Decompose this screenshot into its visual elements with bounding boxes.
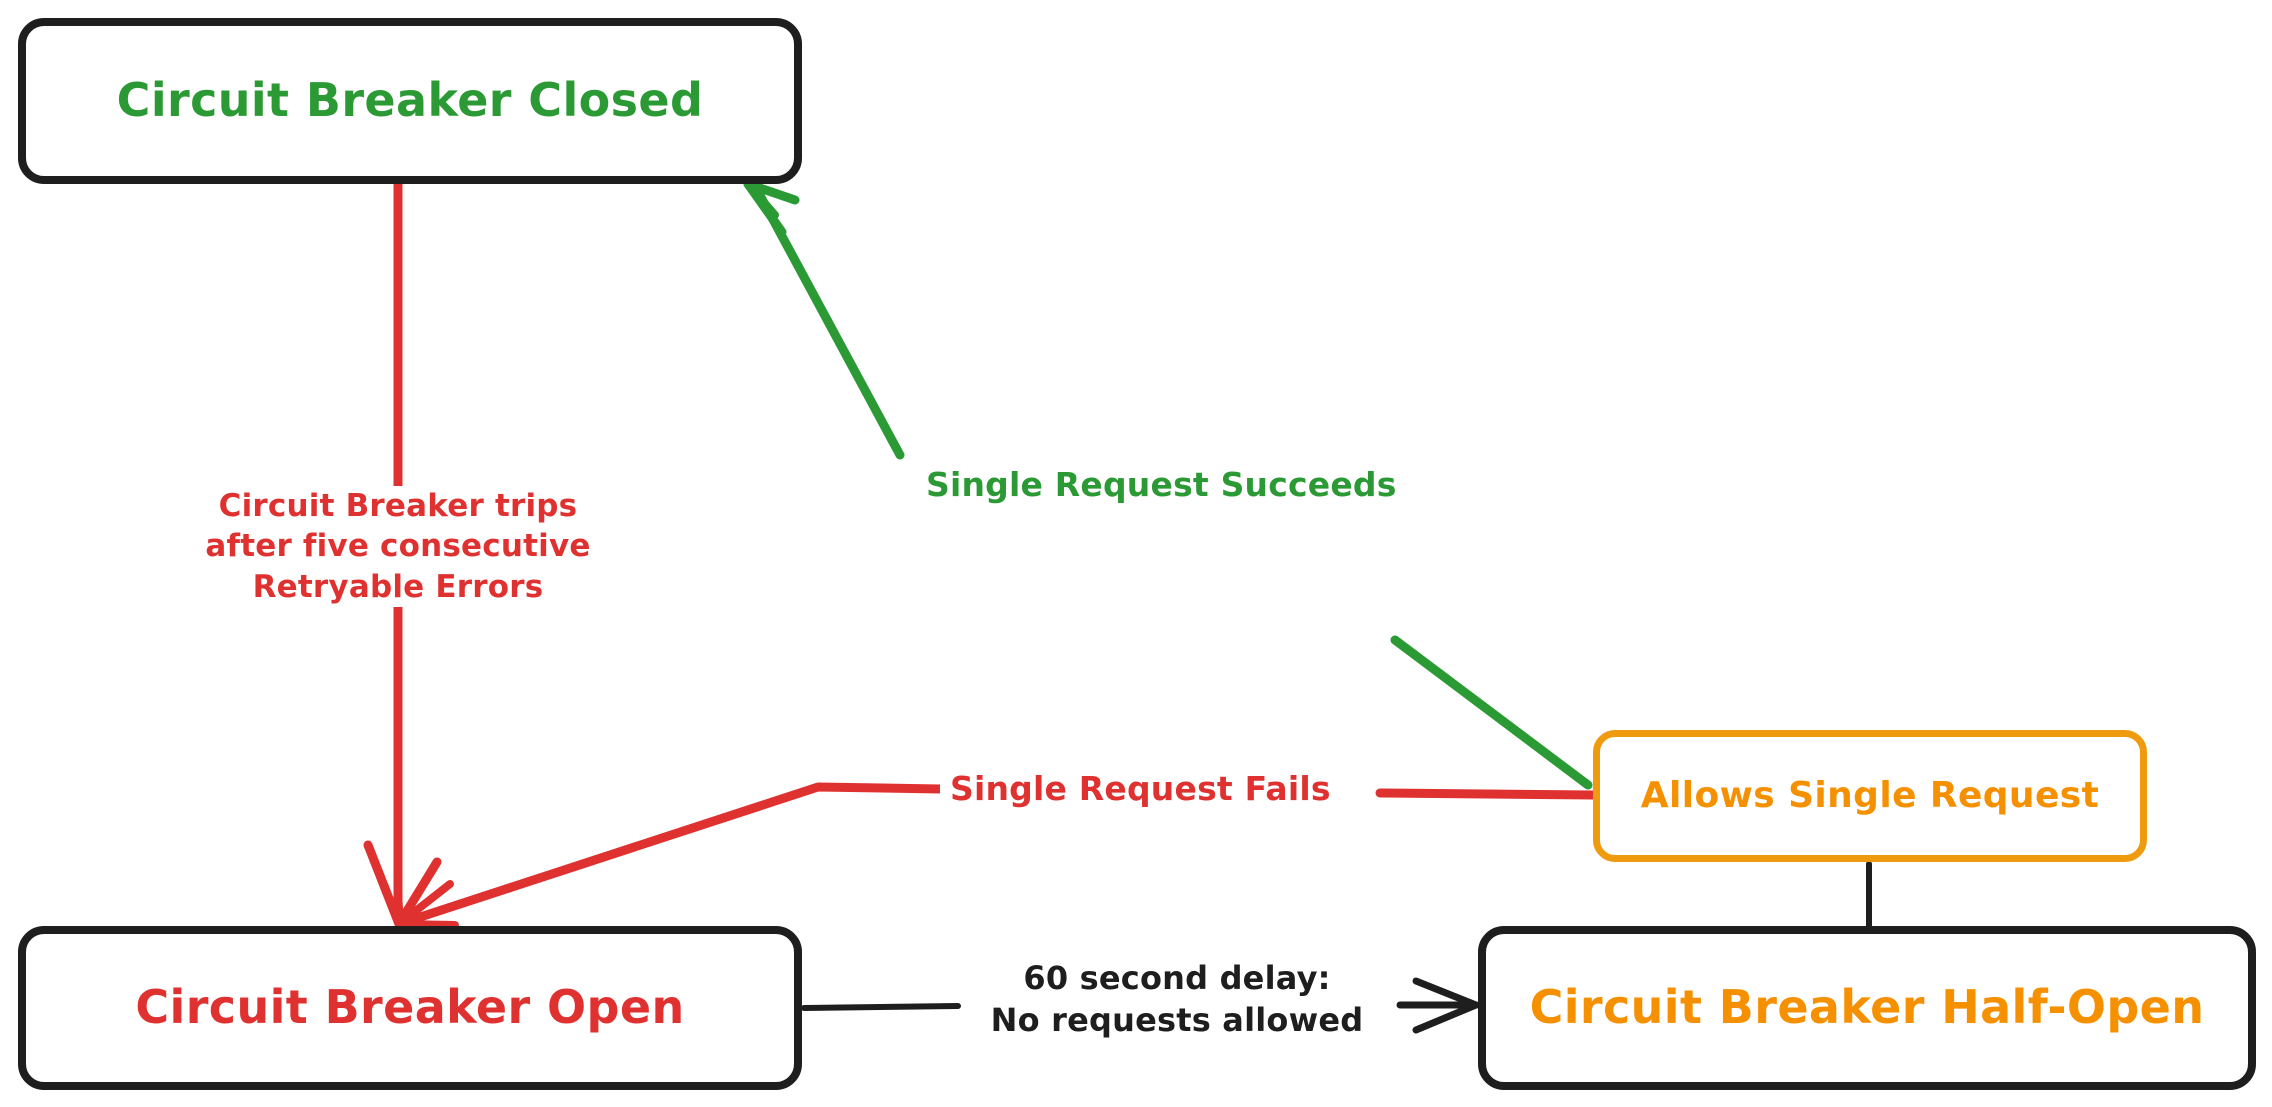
state-node-circuit-breaker-closed[interactable]: Circuit Breaker Closed — [18, 18, 802, 184]
edge-label-line: after five consecutive — [205, 528, 591, 565]
state-node-label: Circuit Breaker Open — [135, 980, 685, 1035]
edge-label-single-request-succeeds: Single Request Succeeds — [916, 462, 1407, 509]
edge-label-line: Circuit Breaker trips — [218, 488, 578, 524]
state-node-label: Allows Single Request — [1640, 774, 2100, 816]
edge-label-line: 60 second delay: — [1023, 959, 1331, 997]
edge-label-circuit-breaker-trips: Circuit Breaker trips after five consecu… — [178, 486, 618, 607]
edge-label-60-second-delay: 60 second delay: No requests allowed — [962, 958, 1392, 1042]
state-node-label: Circuit Breaker Closed — [116, 73, 704, 128]
state-node-circuit-breaker-half-open[interactable]: Circuit Breaker Half-Open — [1478, 926, 2256, 1090]
state-node-allows-single-request[interactable]: Allows Single Request — [1593, 730, 2147, 862]
edge-label-line: No requests allowed — [990, 1000, 1364, 1039]
state-node-label: Circuit Breaker Half-Open — [1529, 980, 2205, 1035]
edge-label-line: Retryable Errors — [252, 568, 544, 605]
edge-label-single-request-fails: Single Request Fails — [940, 766, 1341, 813]
state-node-circuit-breaker-open[interactable]: Circuit Breaker Open — [18, 926, 802, 1090]
